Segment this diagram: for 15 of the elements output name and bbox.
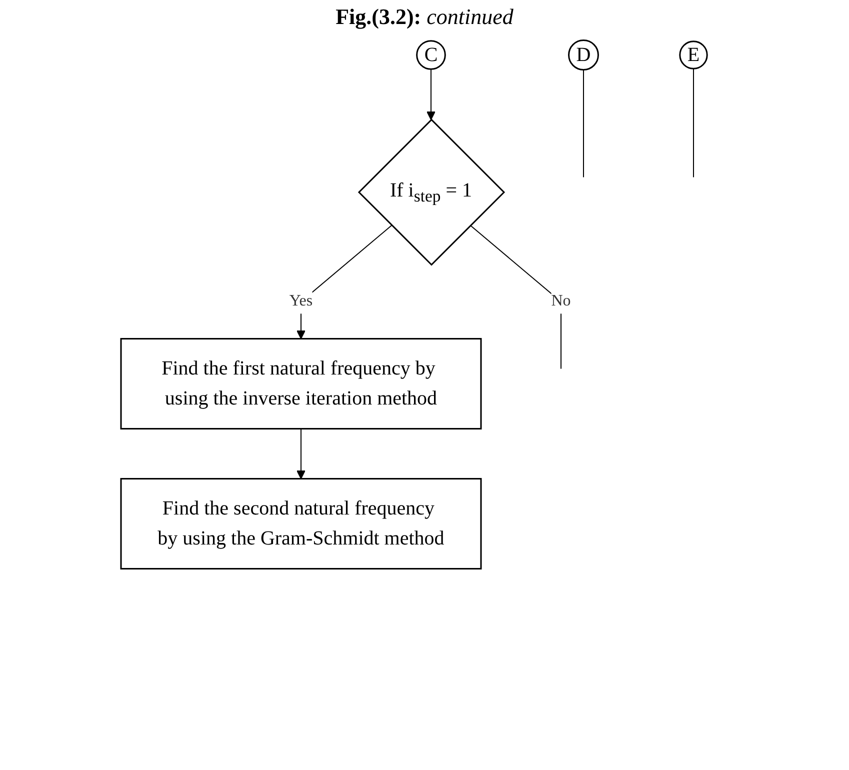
arrow: [426, 68, 436, 120]
node-box: Find the first natural frequency by using the inverse iteration method: [120, 338, 482, 430]
connector: [693, 68, 694, 178]
node-diamond: If i$_{step}$ = 1: [358, 118, 506, 266]
edge-label: Yes: [290, 292, 313, 310]
edge-label: No: [551, 292, 572, 310]
node-box: Find the second natural frequency by using the Gram-Schmidt method: [120, 478, 482, 570]
connector: [470, 224, 562, 370]
arrow: [296, 428, 306, 480]
node-circle: C: [416, 40, 446, 70]
connector: [583, 69, 584, 178]
arrow: [296, 224, 392, 340]
node-circle: E: [679, 40, 708, 70]
figure-title: Fig.(3.2): continued: [334, 4, 514, 30]
node-circle: D: [568, 40, 600, 70]
